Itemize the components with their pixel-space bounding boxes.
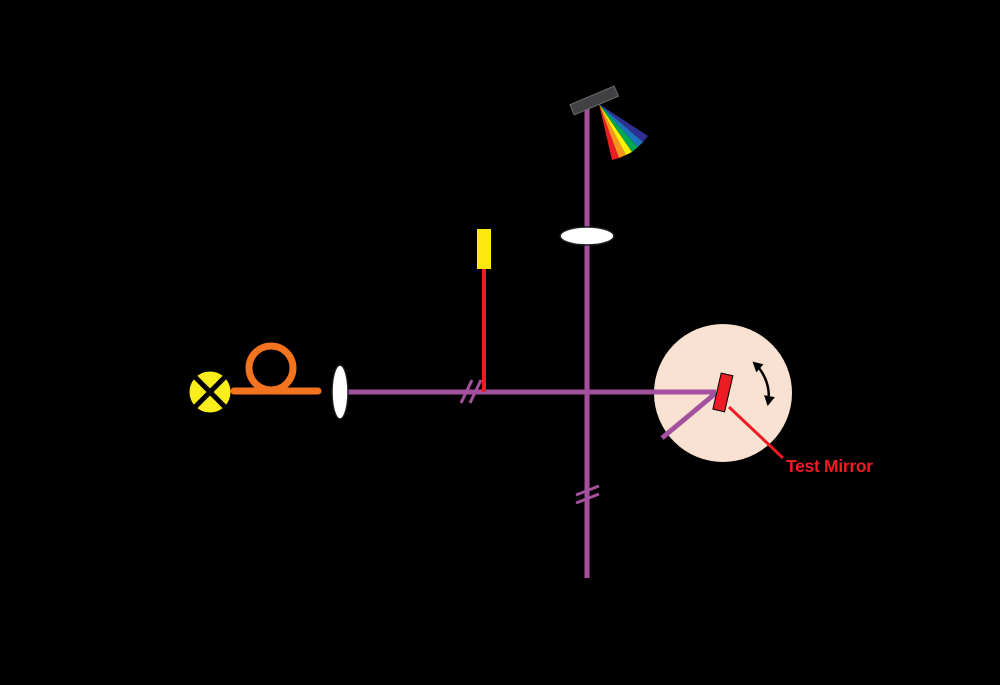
collimating-lens xyxy=(331,364,349,420)
spectrum-band-orange xyxy=(599,104,626,158)
tilt-arrow xyxy=(752,361,775,406)
spectrum-band-red xyxy=(599,104,619,160)
light-source-x-mark xyxy=(192,374,228,410)
spectrum-band-blue xyxy=(599,104,643,147)
focusing-lens xyxy=(559,226,615,246)
spectrum-band-green xyxy=(599,104,638,152)
beam-break-tick xyxy=(575,492,600,505)
beam-break-tick xyxy=(468,379,483,404)
detector xyxy=(477,229,491,269)
test-mirror-label: Test Mirror xyxy=(786,456,873,476)
beam-break-tick xyxy=(459,379,474,404)
spectrum-band-violet xyxy=(599,104,648,142)
beam-break-tick xyxy=(575,484,600,497)
diffraction-grating xyxy=(569,85,620,116)
fiber-loop xyxy=(245,342,297,394)
test-mirror xyxy=(712,372,734,413)
label-pointer-line xyxy=(727,405,785,460)
spectrum-band-yellow xyxy=(599,104,632,155)
reflected-beam xyxy=(660,391,718,440)
